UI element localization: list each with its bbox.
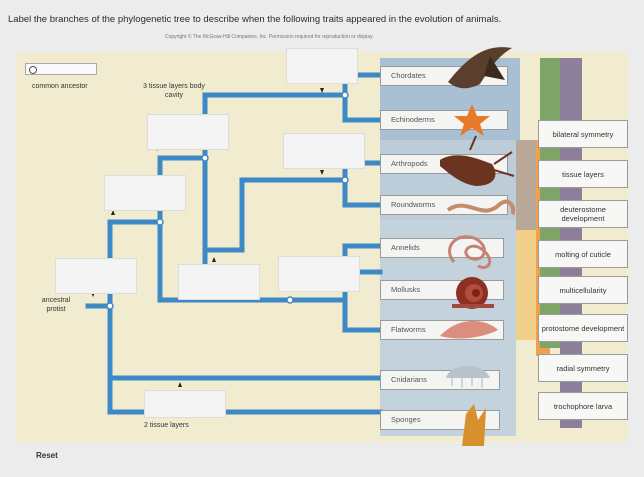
trait-bilateral-symmetry[interactable]: bilateral symmetry bbox=[538, 120, 628, 148]
taxon-flatworms: Flatworms bbox=[380, 320, 504, 340]
instructions: Label the branches of the phylogenetic t… bbox=[8, 14, 502, 25]
drop-zone[interactable] bbox=[147, 114, 229, 150]
taxon-arthropods: Arthropods bbox=[380, 154, 508, 174]
trait-radial-symmetry[interactable]: radial symmetry bbox=[538, 354, 628, 382]
common-ancestor-label: common ancestor bbox=[32, 83, 88, 90]
taxon-annelids: Annelids bbox=[380, 238, 504, 258]
drop-zone[interactable] bbox=[55, 258, 137, 294]
drop-zone[interactable] bbox=[178, 264, 260, 300]
taxon-echinoderms: Echinoderms bbox=[380, 110, 508, 130]
drop-zone[interactable] bbox=[283, 133, 365, 169]
band-molting bbox=[516, 140, 536, 230]
radio-option[interactable] bbox=[25, 63, 97, 75]
branch-ecdysozoa bbox=[202, 155, 383, 253]
three-tissue-layers-label: 3 tissue layers body cavity bbox=[143, 83, 205, 99]
trait-protostome-development[interactable]: protostome development bbox=[538, 314, 628, 342]
reset-button[interactable]: Reset bbox=[36, 451, 58, 460]
trait-molting-of-cuticle[interactable]: molting of cuticle bbox=[538, 240, 628, 268]
trait-trochophore-larva[interactable]: trochophore larva bbox=[538, 392, 628, 420]
taxon-chordates: Chordates bbox=[380, 66, 508, 86]
taxon-cnidarians: Cnidarians bbox=[380, 370, 500, 390]
trait-tissue-layers[interactable]: tissue layers bbox=[538, 160, 628, 188]
drop-zone[interactable] bbox=[144, 390, 226, 418]
taxon-roundworms: Roundworms bbox=[380, 195, 508, 215]
taxon-sponges: Sponges bbox=[380, 410, 500, 430]
trait-deuterostome-development[interactable]: deuterostome development bbox=[538, 200, 628, 228]
band-trochophore bbox=[516, 230, 536, 340]
trait-multicellularity[interactable]: multicellularity bbox=[538, 276, 628, 304]
taxon-mollusks: Mollusks bbox=[380, 280, 504, 300]
drop-zone[interactable] bbox=[278, 256, 360, 292]
drop-zone[interactable] bbox=[104, 175, 186, 211]
copyright-notice: Copyright © The McGraw-Hill Companies, I… bbox=[165, 34, 374, 40]
drop-zone[interactable] bbox=[286, 48, 358, 84]
two-tissue-layers-label: 2 tissue layers bbox=[144, 422, 189, 429]
ancestral-protist-label: ancestral protist bbox=[41, 297, 71, 313]
